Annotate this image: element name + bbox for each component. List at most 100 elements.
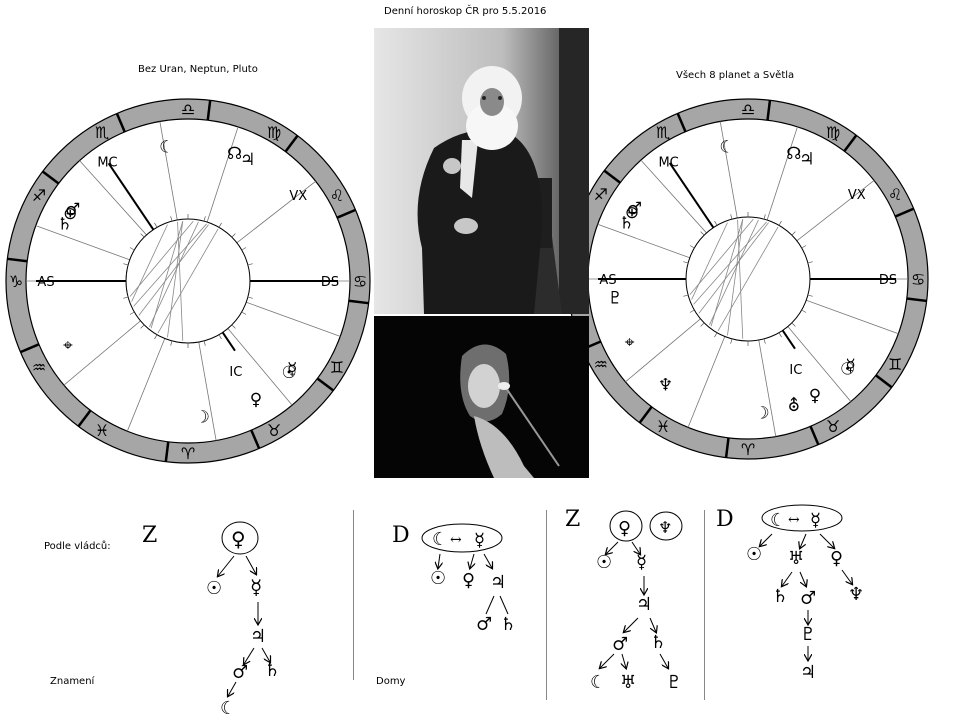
left-house-cusp <box>236 180 316 244</box>
right-zodiac-sign: ♒ <box>594 355 608 374</box>
left-planet-moon-ic: ☽ <box>195 407 210 427</box>
left-as-label: AS <box>37 275 54 290</box>
diagram4-letter: D <box>716 507 734 532</box>
d2-mercury: ☿ <box>474 530 485 551</box>
right-aspect-line <box>689 218 754 295</box>
right-zodiac-sign: ♓ <box>656 417 670 436</box>
d2-moon: ☾ <box>432 529 448 550</box>
left-zodiac-sign: ♑ <box>9 272 23 291</box>
right-house-cusp <box>766 126 798 221</box>
right-house-cusp <box>796 180 875 242</box>
left-house-cusp <box>126 338 166 432</box>
right-planet-south-node: ☊ <box>786 144 801 164</box>
znameni-label: Znamení <box>50 676 95 687</box>
left-ds-label: DS <box>321 275 339 290</box>
left-aspect-line <box>150 221 184 329</box>
left-planet-mercury: ☿ <box>287 359 297 379</box>
d4-moon: ☾ <box>770 510 786 531</box>
separator-1 <box>353 510 354 680</box>
domy-label: Domy <box>376 676 406 687</box>
separator-3 <box>704 510 705 700</box>
separator-2 <box>546 510 547 700</box>
right-house-cusp <box>787 326 852 402</box>
right-zodiac-sign: ♋ <box>911 270 925 289</box>
left-zodiac-sign: ♐ <box>32 186 46 205</box>
diagram3-letter: Z <box>565 507 580 532</box>
right-mc-axis <box>668 162 715 229</box>
diagram2-letter: D <box>392 523 410 548</box>
right-house-cusp <box>806 299 899 335</box>
left-zodiac-sign: ♌ <box>330 186 344 205</box>
left-aspect-line <box>157 228 219 334</box>
d4-venus: ♀ <box>830 548 843 569</box>
right-aspect-line <box>710 219 744 327</box>
d4-pluto: ♇ <box>800 624 816 645</box>
right-zodiac-sign: ♎ <box>741 100 755 119</box>
left-planet-fortune: ⌖ <box>63 336 73 356</box>
right-zodiac-sign: ♏ <box>656 123 670 142</box>
right-planet-moon: ☾ <box>719 138 734 158</box>
right-planet-neptune: ♆ <box>658 376 673 396</box>
right-house-cusp <box>625 318 701 383</box>
right-ds-label: DS <box>879 273 897 288</box>
right-ic-axis <box>781 329 796 350</box>
left-house-cusp <box>206 126 239 223</box>
left-ic-label: IC <box>229 365 242 380</box>
left-house-cusp <box>79 160 147 236</box>
right-planet-uranus: ⛢ <box>788 396 800 416</box>
left-planet-mars: ♂ <box>65 200 80 220</box>
d1-saturn: ♄ <box>264 660 280 681</box>
right-aspect-line <box>737 219 744 339</box>
left-zodiac-sign: ♎ <box>181 100 195 119</box>
d2-venus: ♀ <box>462 570 475 591</box>
left-house-cusp <box>227 328 293 406</box>
left-planet-earth: ⊕ <box>63 204 77 224</box>
left-planet-south-node: ☊ <box>227 144 242 164</box>
left-zodiac-sign: ♓ <box>95 421 109 440</box>
left-planet-venus: ♀ <box>250 390 262 410</box>
left-planet-moon: ☾ <box>159 138 174 158</box>
right-chart-caption: Všech 8 planet a Světla <box>676 70 795 81</box>
d2-saturn: ♄ <box>500 614 516 635</box>
left-house-cusp <box>63 320 141 386</box>
right-planet-pluto: ♇ <box>608 289 623 309</box>
d4-saturn: ♄ <box>772 586 788 607</box>
right-planet-saturn: ♄ <box>619 213 634 233</box>
left-house-cusp <box>159 121 178 221</box>
right-zodiac-sign: ♉ <box>826 417 840 436</box>
d4-sun: ☉ <box>746 544 762 565</box>
left-mc-axis <box>107 162 155 231</box>
left-chart-caption: Bez Uran, Neptun, Pluto <box>138 64 258 75</box>
left-aspect-line <box>177 221 184 341</box>
right-planet-jupiter: ♃ <box>799 150 814 170</box>
right-house-cusp <box>687 336 726 428</box>
left-zodiac-sign: ♈ <box>181 444 195 463</box>
right-as-label: AS <box>599 273 616 288</box>
left-aspect-line <box>149 221 199 328</box>
d4-mars: ♂ <box>800 588 816 609</box>
right-mc-label: MC <box>658 155 678 170</box>
d3-saturn: ♄ <box>650 632 666 653</box>
right-planet-mercury: ☿ <box>845 356 855 376</box>
left-zodiac-sign: ♒ <box>32 358 46 377</box>
right-planet-moon-ic: ☽ <box>754 403 769 423</box>
rulership-diagrams: Z ♀ ☉ ☿ ♃ ♂ ♄ ☾ D ☾ ↔ ☿ ☉ ♀ ♃ ♂ ♄ Z ♀ <box>142 504 864 719</box>
right-aspect-line <box>709 219 759 326</box>
right-aspect-line <box>727 219 744 336</box>
left-aspect-line <box>129 220 194 297</box>
right-planet-sun: ☉ <box>840 360 855 380</box>
d4-uranus: ♅ <box>788 548 804 569</box>
podle-vladcu-label: Podle vládců: <box>44 541 111 552</box>
right-aspect-line <box>698 222 769 314</box>
d3-pluto: ♇ <box>666 672 682 693</box>
d2-mars: ♂ <box>476 614 492 635</box>
diagram2-root-ring <box>421 523 503 553</box>
diagram1-root-ring <box>221 521 259 555</box>
left-zodiac-sign: ♍ <box>267 123 281 142</box>
left-house-cusp <box>35 225 130 261</box>
right-zodiac-sign: ♈ <box>741 440 755 459</box>
d3-sun: ☉ <box>596 552 612 573</box>
d1-mars: ♂ <box>232 662 248 683</box>
left-aspect-line <box>167 221 184 338</box>
